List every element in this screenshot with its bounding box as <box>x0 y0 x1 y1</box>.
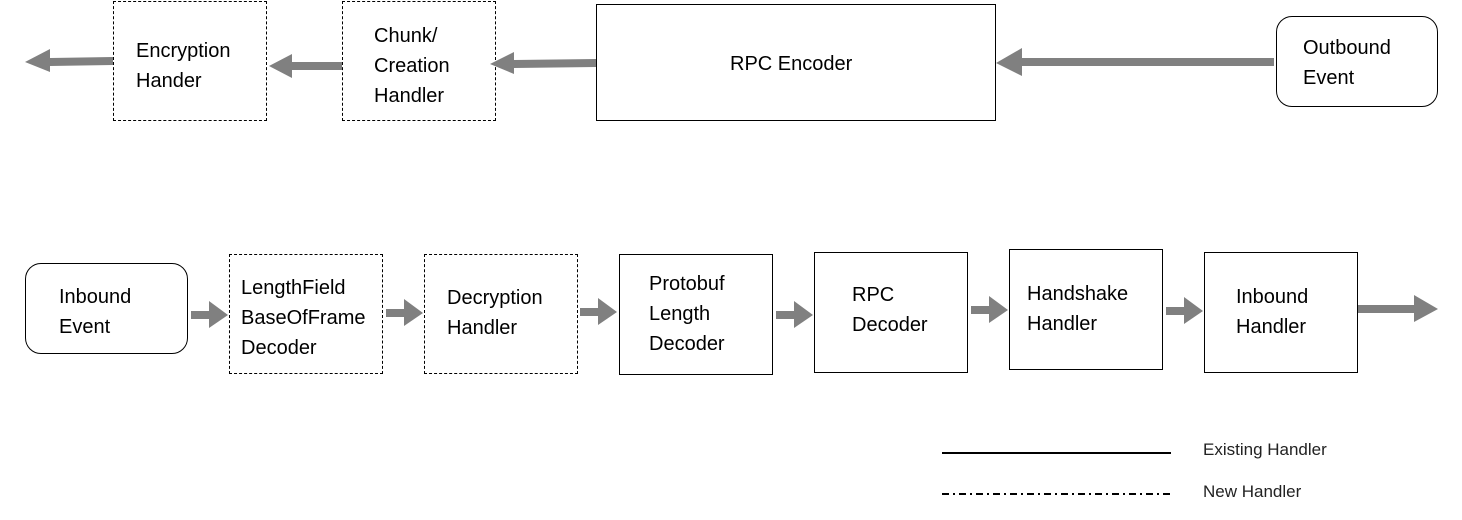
arrow-encryption-out <box>25 49 113 72</box>
rpc-encoder-box: RPC Encoder <box>596 4 996 121</box>
inbound-handler-box: Inbound Handler <box>1204 252 1358 373</box>
arrow-rpc-encoder-to-chunk <box>490 52 596 74</box>
outbound-event-label: Outbound Event <box>1303 37 1391 89</box>
arrow-inbound-event-to-lengthfield <box>191 301 228 328</box>
arrow-rpc-decoder-to-handshake <box>971 296 1008 323</box>
inbound-event-label: Inbound Event <box>59 286 132 338</box>
rpc-decoder-label: RPC Decoder <box>852 284 928 336</box>
encryption-handler-label: Encryption Hander <box>136 40 231 92</box>
inbound-event-box: Inbound Event <box>25 263 188 354</box>
arrow-outbound-to-rpc-encoder <box>996 48 1274 76</box>
decryption-handler-label: Decryption Handler <box>447 287 543 339</box>
rpc-decoder-box: RPC Decoder <box>814 252 968 373</box>
handshake-handler-box: Handshake Handler <box>1009 249 1163 370</box>
arrow-chunk-to-encryption <box>269 54 342 78</box>
inbound-handler-label: Inbound Handler <box>1236 286 1309 338</box>
arrow-lengthfield-to-decryption <box>386 299 423 326</box>
arrow-decryption-to-protobuf <box>580 298 617 325</box>
legend-existing-label: Existing Handler <box>1203 440 1327 459</box>
arrow-inbound-handler-out <box>1358 295 1438 322</box>
arrow-protobuf-to-rpc-decoder <box>776 301 813 328</box>
outbound-event-box: Outbound Event <box>1276 16 1438 107</box>
arrow-handshake-to-inbound-handler <box>1166 297 1203 324</box>
protobuf-length-decoder-box: Protobuf Length Decoder <box>619 254 773 375</box>
legend-new-label: New Handler <box>1203 482 1302 501</box>
encryption-handler-box: Encryption Hander <box>113 1 267 121</box>
chunk-creation-handler-box: Chunk/ Creation Handler <box>342 1 496 121</box>
handshake-handler-label: Handshake Handler <box>1027 283 1129 335</box>
lengthfield-decoder-box: LengthField BaseOfFrame Decoder <box>229 254 383 374</box>
lengthfield-decoder-label: LengthField BaseOfFrame Decoder <box>241 277 366 359</box>
protobuf-length-decoder-label: Protobuf Length Decoder <box>649 273 725 355</box>
decryption-handler-box: Decryption Handler <box>424 254 578 374</box>
rpc-encoder-label: RPC Encoder <box>730 53 853 75</box>
chunk-creation-handler-label: Chunk/ Creation Handler <box>374 25 450 107</box>
